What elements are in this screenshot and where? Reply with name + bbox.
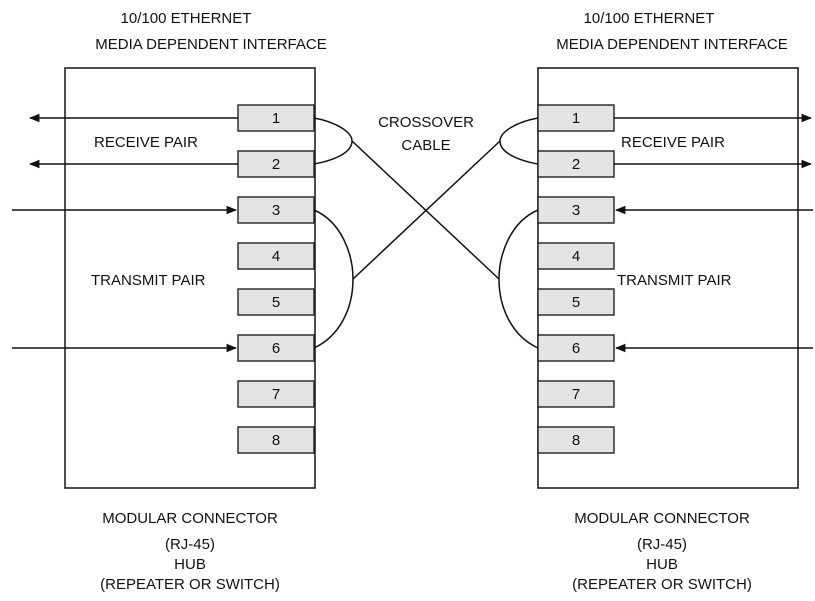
right-receive-pair-label: RECEIVE PAIR (621, 134, 725, 151)
crossover-label-line2: CABLE (401, 137, 450, 154)
crossover-wire-left-tx-to-right-rx (352, 140, 501, 280)
right-caption-line1: MODULAR CONNECTOR (574, 510, 750, 527)
right-connector: 10/100 ETHERNET MEDIA DEPENDENT INTERFAC… (537, 10, 813, 593)
right-pin-1-number: 1 (572, 110, 580, 127)
right-pin-6-number: 6 (572, 340, 580, 357)
right-pin-3: 3 (537, 196, 615, 224)
left-connector: 10/100 ETHERNET MEDIA DEPENDENT INTERFAC… (12, 10, 327, 593)
left-title-line2: MEDIA DEPENDENT INTERFACE (95, 36, 326, 53)
left-pin-8: 8 (237, 426, 315, 454)
right-connector-body (537, 67, 799, 489)
right-caption-line3: HUB (646, 556, 678, 573)
right-title-line1: 10/100 ETHERNET (584, 10, 715, 27)
left-pin-5-box (237, 288, 315, 316)
right-pin-5: 5 (537, 288, 615, 316)
right-pin-6: 6 (537, 334, 615, 362)
right-pin-4-box (537, 242, 615, 270)
right-pin-7: 7 (537, 380, 615, 408)
left-pin-5: 5 (237, 288, 315, 316)
left-pin-2-number: 2 (272, 156, 280, 173)
left-connector-body (64, 67, 316, 489)
left-pin-6-box (237, 334, 315, 362)
left-caption-line2: (RJ-45) (165, 536, 215, 553)
left-receive-pair-loop (313, 117, 353, 165)
right-pin-5-box (537, 288, 615, 316)
left-pin-6-number: 6 (272, 340, 280, 357)
left-pin-1-number: 1 (272, 110, 280, 127)
left-caption-line1: MODULAR CONNECTOR (102, 510, 278, 527)
left-caption-line4: (REPEATER OR SWITCH) (100, 576, 280, 593)
right-title-line2: MEDIA DEPENDENT INTERFACE (556, 36, 787, 53)
right-pin-6-box (537, 334, 615, 362)
left-receive-pair-label: RECEIVE PAIR (94, 134, 198, 151)
right-transmit-pair-label: TRANSMIT PAIR (617, 272, 732, 289)
left-transmit-pair-loop (313, 209, 354, 349)
left-pin-7-number: 7 (272, 386, 280, 403)
left-pin-7: 7 (237, 380, 315, 408)
left-pin-3: 3 (237, 196, 315, 224)
crossover-label-line1: CROSSOVER (378, 114, 474, 131)
left-pin-8-box (237, 426, 315, 454)
right-receive-pair-loop (499, 117, 539, 165)
left-pin-1-box (237, 104, 315, 132)
right-pin-2-number: 2 (572, 156, 580, 173)
left-pin-4-number: 4 (272, 248, 280, 265)
right-pin-4: 4 (537, 242, 615, 270)
left-pin-3-number: 3 (272, 202, 280, 219)
right-pin-4-number: 4 (572, 248, 580, 265)
right-pin-7-box (537, 380, 615, 408)
right-caption-line4: (REPEATER OR SWITCH) (572, 576, 752, 593)
left-pin-1: 1 (237, 104, 315, 132)
right-pin-2: 2 (537, 150, 615, 178)
left-transmit-pair-label: TRANSMIT PAIR (91, 272, 206, 289)
right-pin-8-number: 8 (572, 432, 580, 449)
left-pin-4-box (237, 242, 315, 270)
right-pin-3-box (537, 196, 615, 224)
left-pin-5-number: 5 (272, 294, 280, 311)
right-pin-1: 1 (537, 104, 615, 132)
right-pin-8: 8 (537, 426, 615, 454)
right-pin-5-number: 5 (572, 294, 580, 311)
left-pin-7-box (237, 380, 315, 408)
right-pin-3-number: 3 (572, 202, 580, 219)
left-pin-3-box (237, 196, 315, 224)
right-pin-8-box (537, 426, 615, 454)
right-pin-column: 1 2 3 4 5 6 7 8 (537, 104, 615, 454)
right-caption-line2: (RJ-45) (637, 536, 687, 553)
left-caption-line3: HUB (174, 556, 206, 573)
crossover-cable: CROSSOVER CABLE (313, 114, 539, 349)
left-title-line1: 10/100 ETHERNET (121, 10, 252, 27)
left-pin-4: 4 (237, 242, 315, 270)
left-pin-2: 2 (237, 150, 315, 178)
right-pin-7-number: 7 (572, 386, 580, 403)
right-transmit-pair-loop (498, 209, 539, 349)
left-pin-6: 6 (237, 334, 315, 362)
left-pin-8-number: 8 (272, 432, 280, 449)
